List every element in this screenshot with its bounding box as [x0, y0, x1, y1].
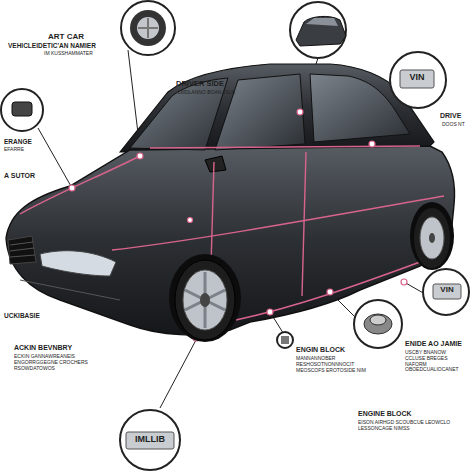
callout-circles [1, 1, 469, 470]
windshield [130, 78, 228, 150]
plate-text: VIN [433, 285, 461, 294]
headlight [40, 251, 116, 276]
part-label: UCKIBASIE [4, 312, 40, 319]
marker-dots [69, 109, 407, 341]
grille-bars [10, 242, 35, 257]
part-label: ENGIN BLOCK [296, 346, 345, 354]
part-label: ENGINE BLOCK [358, 410, 412, 418]
front-wheel [169, 254, 241, 342]
plate-text: IMLLIB [126, 434, 174, 444]
side-mirror [205, 156, 226, 172]
part-label: VEHICLEIDETIC'AN NAMIER [8, 42, 96, 49]
note-text: ECKIN GANNAWREANEIS ENGORRGGEGNE CROCHER… [14, 354, 114, 371]
note-text: EFARRE [4, 147, 24, 153]
part-label: ERANGE [4, 138, 32, 145]
rear-wheel [410, 202, 454, 270]
part-label: DRIVER SIDE [176, 80, 224, 89]
note-text: EISON AIRHGD SCOUBCUE LEOWCLO LESSONCAGE… [358, 420, 458, 432]
title-label: ART CAR [48, 32, 84, 41]
inset-button [12, 102, 32, 116]
part-label: A SUTOR [4, 172, 35, 180]
plate-text: VIN [400, 72, 434, 82]
vin-plate [433, 284, 461, 299]
note-text: USCBY BNANOW CCLUSE BREGES NAFORM OBOEDC… [405, 350, 467, 373]
note-text: LMDLANNO BOAN JSLN [178, 90, 235, 96]
part-label: DRIVE [440, 112, 461, 120]
inset-car [296, 16, 346, 46]
id-plate [126, 432, 174, 449]
vin-plate [400, 70, 434, 88]
part-label: ENIDE AO JAMIE [405, 340, 462, 348]
front-window [215, 74, 305, 150]
inset-part [364, 314, 392, 334]
note-text: MANNANNOBER RESHOSOTNONNNOCIT MEOSCOFS E… [296, 356, 366, 373]
grille [8, 236, 36, 264]
car-roof [120, 64, 434, 152]
part-label: ACKIN BEVNBRY [14, 344, 72, 352]
inset-wheel [130, 10, 166, 46]
note-text: IM KUSSHAMMATER [44, 51, 93, 57]
note-text: DOOS NT [442, 122, 465, 128]
